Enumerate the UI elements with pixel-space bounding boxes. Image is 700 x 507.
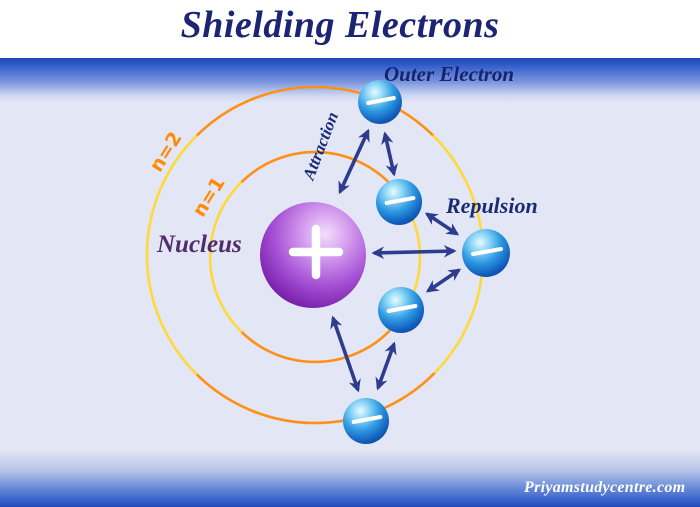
double-arrow-repulsion-bottom-electrons: [375, 341, 397, 391]
minus-sign-bar: [351, 415, 383, 424]
double-arrow-attraction-nucleus-right-electron: [371, 244, 457, 260]
bottom-gradient-banner: [0, 450, 700, 507]
double-arrow-repulsion-top-electrons: [381, 131, 398, 177]
minus-sign-bar: [471, 247, 503, 256]
double-arrow-attraction-nucleus-top-electron: [338, 128, 370, 195]
electron-sphere-inner-upper: [376, 179, 422, 225]
minus-sign-bar: [384, 196, 416, 205]
electron-sphere-outer-right: [462, 229, 510, 277]
minus-sign-bar: [386, 304, 418, 313]
double-arrow-attraction-nucleus-bottom-electron: [330, 315, 361, 393]
nucleus-sphere: [260, 202, 366, 308]
watermark-text: Priyamstudycentre.com: [524, 479, 686, 496]
repulsion-label: Repulsion: [446, 193, 538, 218]
minus-sign-bar: [366, 96, 396, 105]
electron-sphere-outer-bottom: [343, 398, 389, 444]
double-arrow-repulsion-lower-right: [425, 268, 462, 293]
double-arrow-repulsion-upper-right: [424, 212, 460, 236]
electron-sphere-outer-top: [358, 80, 402, 124]
page-title: Shielding Electrons: [180, 4, 500, 46]
electron-sphere-inner-lower: [378, 287, 424, 333]
top-gradient-banner: [0, 58, 700, 102]
nucleus-label: Nucleus: [157, 231, 242, 258]
outer-electron-label: Outer Electron: [384, 62, 515, 86]
